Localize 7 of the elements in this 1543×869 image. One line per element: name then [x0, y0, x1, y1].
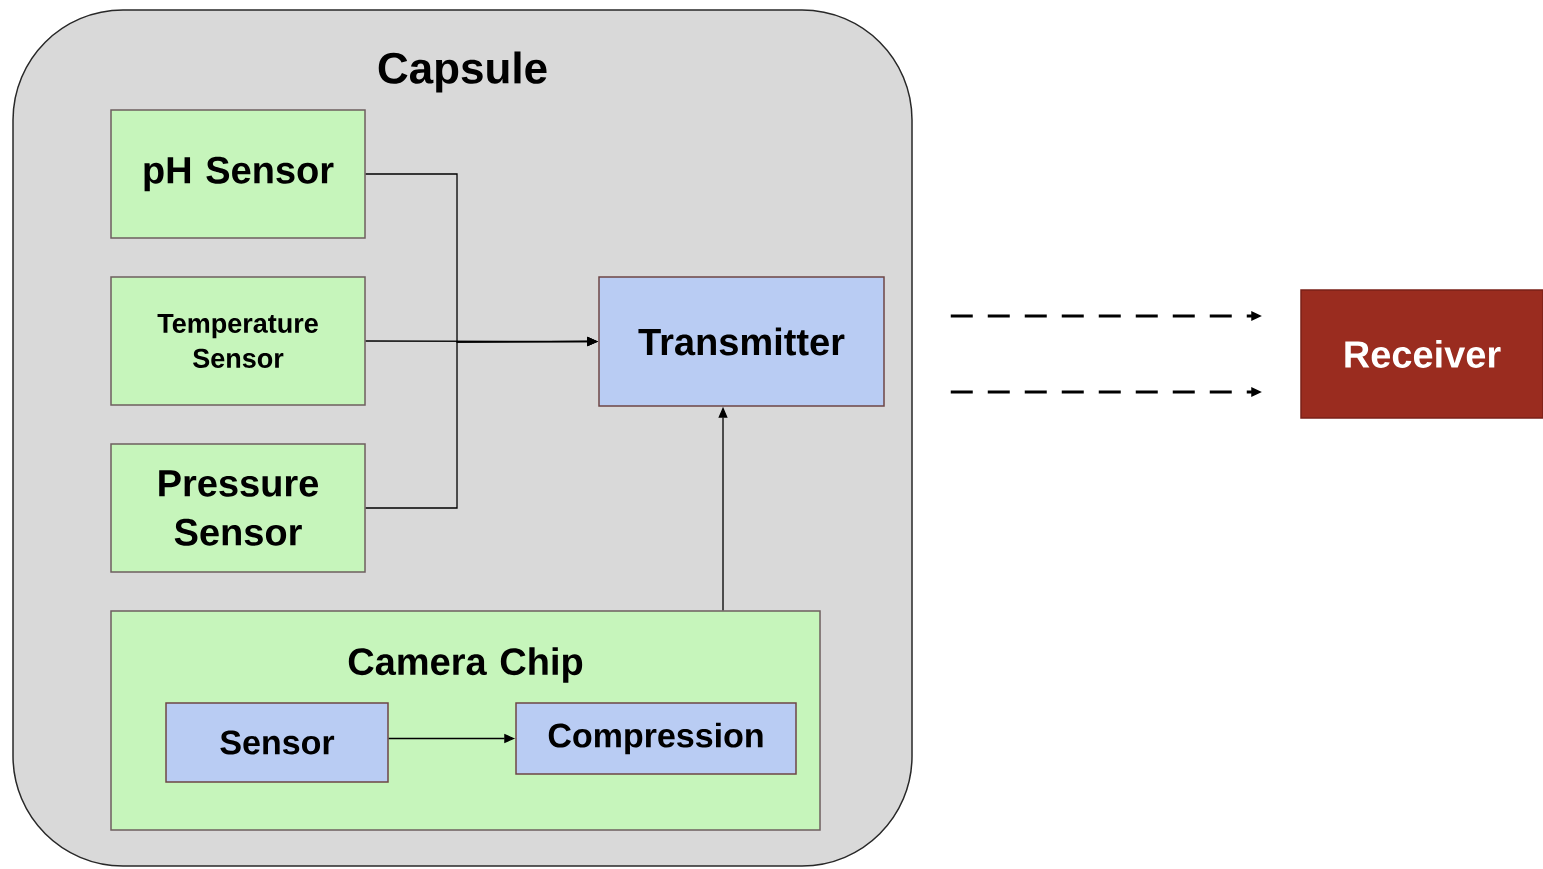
sensor-box: pH Sensor	[110, 109, 366, 239]
sensor-box: Temperature Sensor	[110, 276, 366, 406]
process-box: Sensor	[165, 702, 389, 783]
process-box: Compression	[515, 702, 797, 775]
process-box: Transmitter	[598, 276, 885, 407]
sensor-box: Pressure Sensor	[110, 443, 366, 573]
receiver-box: Receiver	[1300, 289, 1543, 419]
